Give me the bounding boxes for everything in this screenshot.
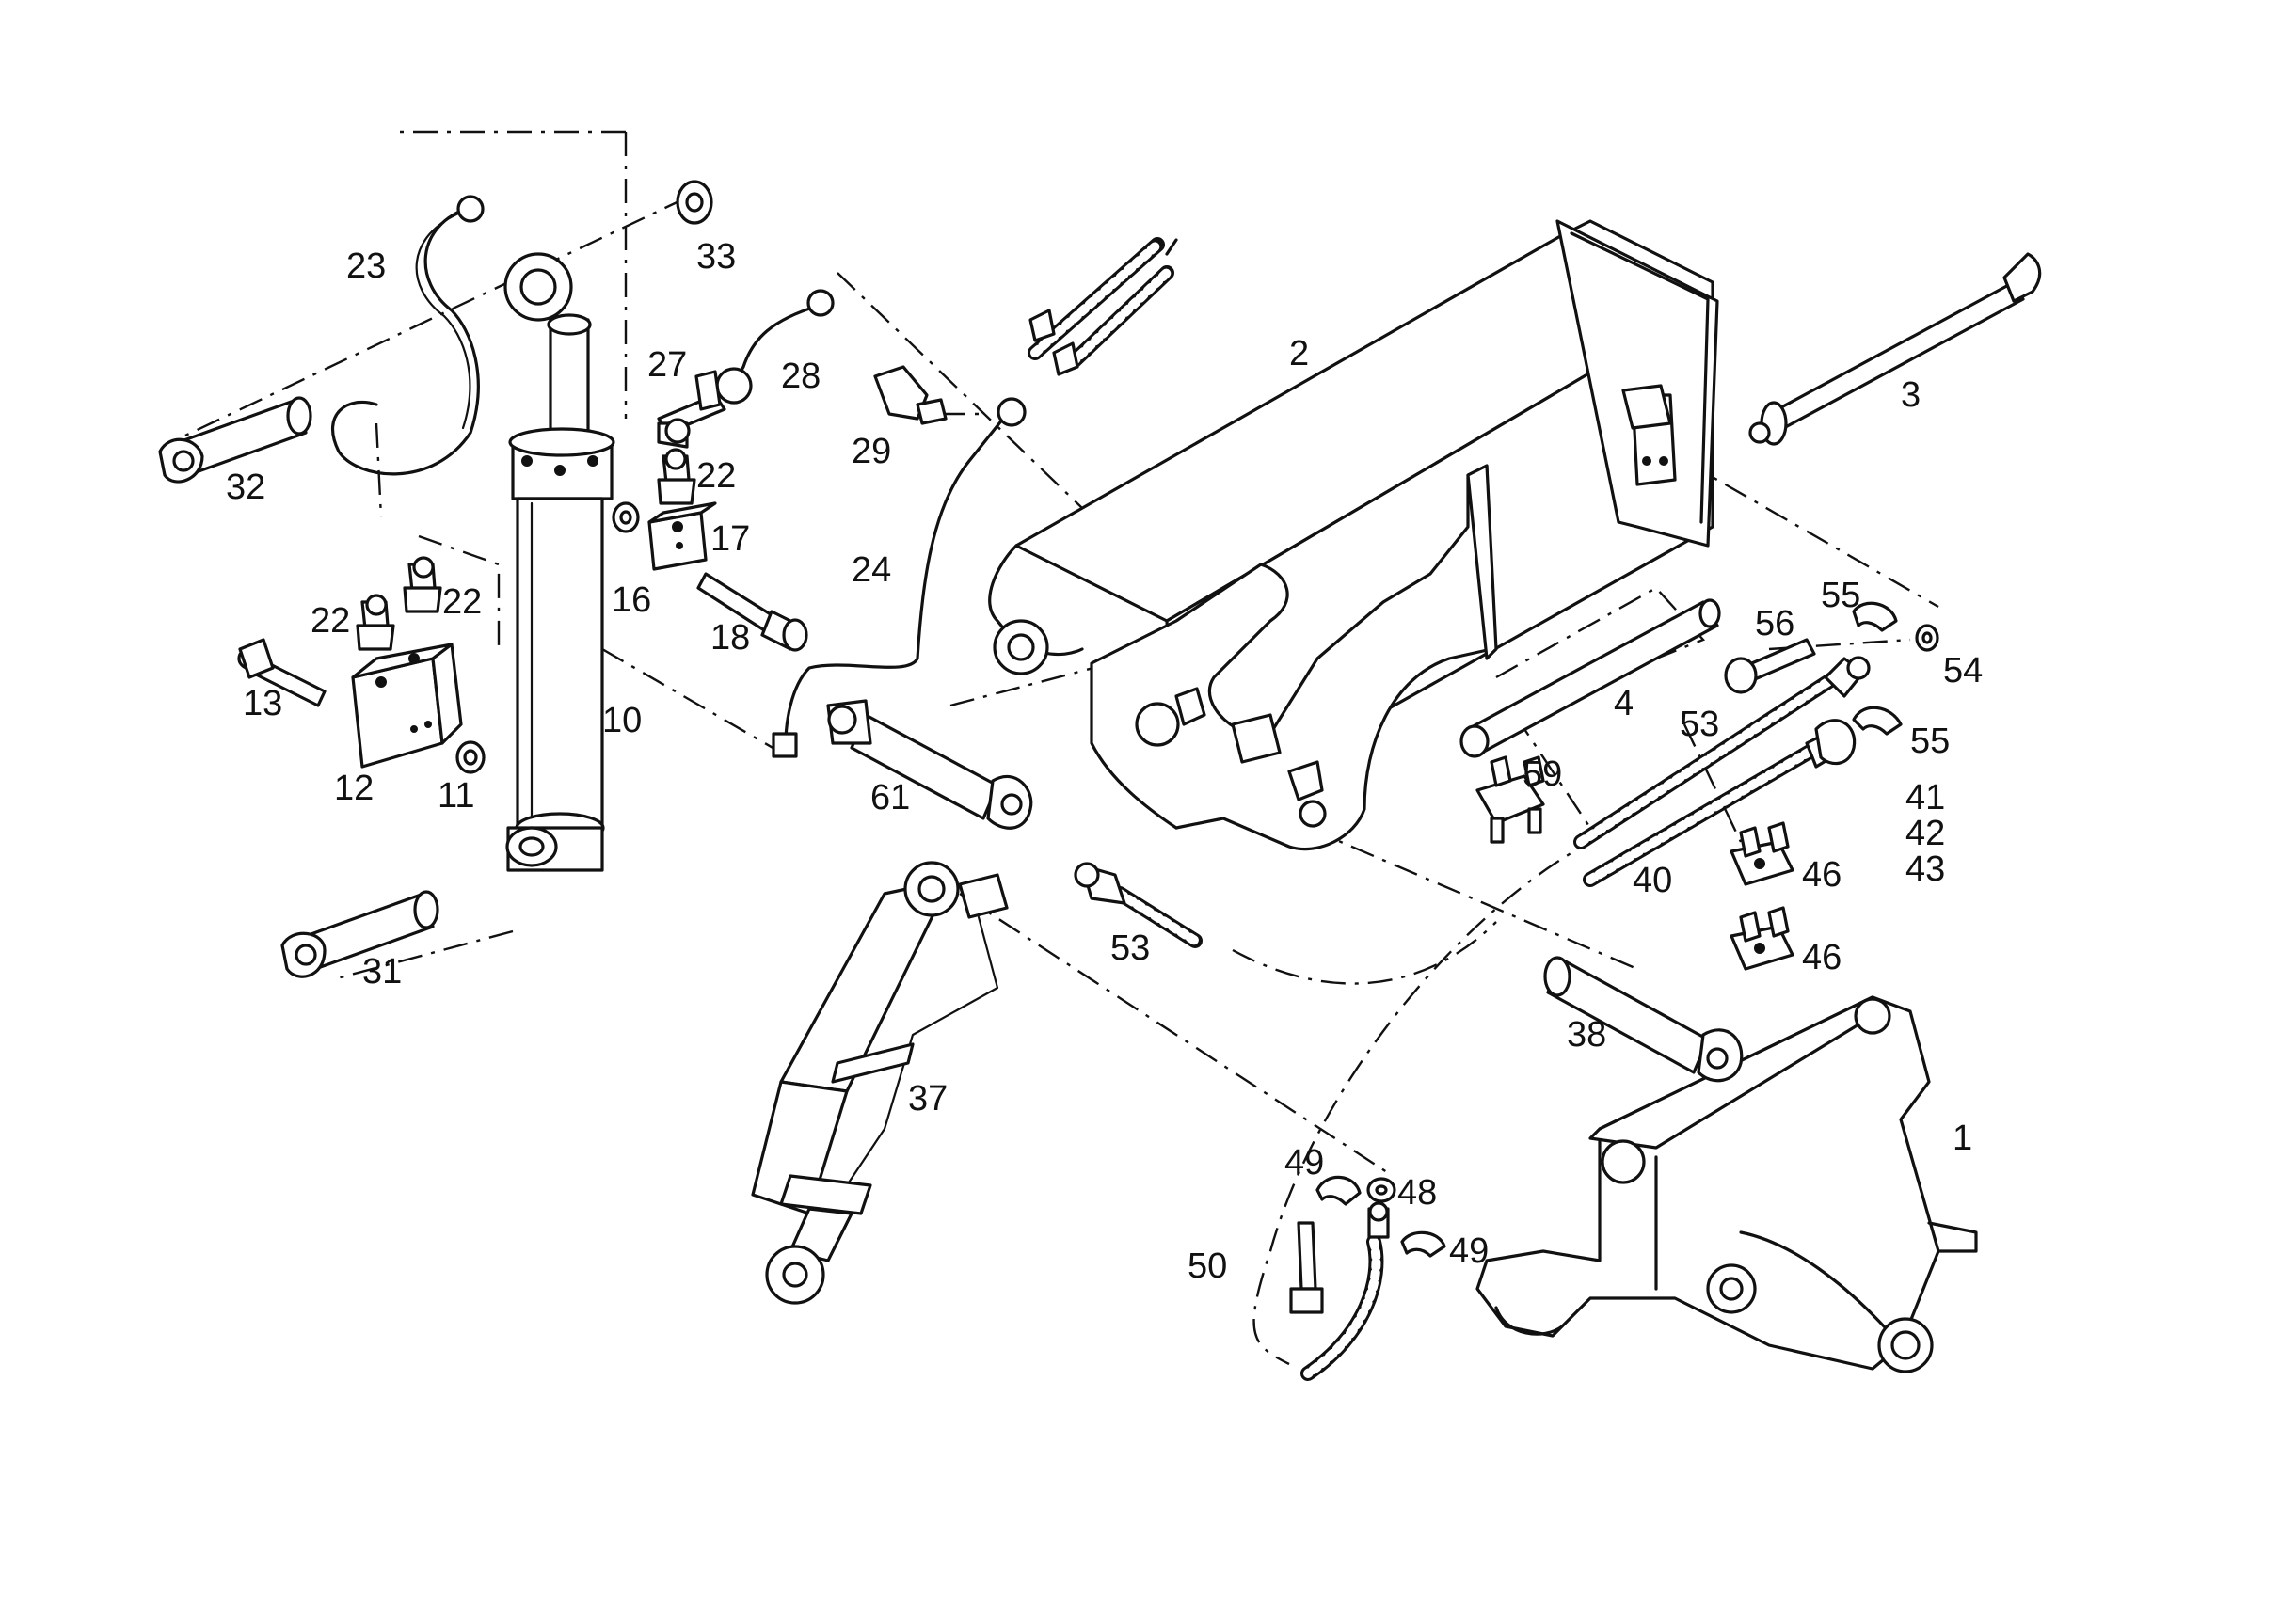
label-part-24: 24 (852, 550, 891, 590)
label-part-4: 4 (1614, 684, 1634, 723)
clamp-29 (873, 365, 948, 425)
dash-lower-left (601, 647, 782, 754)
label-part-22-right: 22 (442, 582, 482, 622)
label-part-54: 54 (1943, 651, 1983, 690)
bolt-56 (1724, 638, 1816, 694)
pin-61 (826, 699, 1033, 830)
label-part-43: 43 (1905, 849, 1945, 889)
label-part-22-left: 22 (311, 601, 350, 641)
dash-37-diag (959, 892, 1394, 1178)
fitting-22-top (657, 448, 696, 505)
cylinder-part-10 (503, 252, 615, 872)
label-part-56: 56 (1755, 604, 1794, 643)
clip-49-lower (1400, 1230, 1446, 1258)
washer-11 (455, 740, 486, 774)
pin-38 (1543, 956, 1744, 1083)
label-part-23: 23 (346, 246, 386, 286)
label-part-28: 28 (781, 357, 821, 396)
label-part-46-upper: 46 (1802, 855, 1842, 895)
fittings (237, 180, 1939, 1314)
label-part-46-lower: 46 (1802, 938, 1842, 977)
label-part-55-upper: 55 (1821, 576, 1860, 615)
boom-frame-part-2 (988, 219, 1719, 851)
label-part-2: 2 (1289, 334, 1309, 373)
block-12 (351, 643, 463, 769)
dash-pin-31 (336, 929, 514, 980)
pipes (331, 195, 1027, 758)
label-part-59: 59 (1523, 754, 1562, 794)
washer-33 (676, 180, 713, 225)
fitting-48 (1367, 1201, 1390, 1239)
label-part-27: 27 (647, 345, 687, 385)
label-part-18: 18 (710, 618, 750, 658)
clamp-46-upper (1730, 821, 1794, 886)
dash-hose-top (837, 272, 1083, 509)
label-part-11: 11 (438, 776, 474, 816)
dash-pin-32 (170, 196, 688, 444)
label-part-33: 33 (696, 237, 736, 277)
dash-53-link (1232, 921, 1497, 985)
pipe-23 (331, 205, 480, 476)
shaft-3 (1748, 252, 2042, 446)
label-part-12: 12 (334, 769, 374, 808)
washer-16 (612, 501, 640, 533)
bolt-18 (696, 572, 808, 652)
clip-49-upper (1315, 1175, 1362, 1206)
tube-4 (1459, 598, 1721, 758)
label-part-49-lower: 49 (1449, 1231, 1489, 1271)
label-part-10: 10 (602, 701, 642, 740)
dash-46 (1682, 723, 1743, 843)
washer-54 (1915, 624, 1939, 652)
label-part-61: 61 (870, 778, 910, 817)
label-part-48: 48 (1397, 1173, 1437, 1213)
pins (158, 252, 2042, 1083)
valve-on-frame (1621, 384, 1672, 430)
pin-31 (280, 890, 439, 978)
label-part-53-left: 53 (1110, 928, 1150, 968)
label-part-40: 40 (1633, 861, 1672, 900)
tee-27 (657, 370, 726, 449)
label-part-53-right: 53 (1680, 705, 1719, 744)
clamp-59 (1475, 755, 1545, 844)
dash-59 (1514, 714, 1591, 829)
bolt-50 (1289, 1221, 1324, 1314)
label-part-42: 42 (1905, 814, 1945, 853)
label-part-41: 41 (1905, 778, 1945, 817)
label-part-3: 3 (1901, 375, 1921, 415)
part-labels: 1 2 3 4 10 11 12 13 16 17 18 22 22 22 23… (226, 237, 1983, 1286)
label-part-1: 1 (1953, 1119, 1972, 1158)
label-part-50: 50 (1188, 1246, 1227, 1286)
fitting-22-right (403, 556, 442, 613)
label-part-37: 37 (908, 1079, 948, 1119)
dash-block-12 (418, 534, 501, 649)
label-part-31: 31 (362, 952, 402, 992)
pipe-24 (784, 412, 1009, 745)
block-17 (647, 501, 717, 571)
label-part-17: 17 (710, 519, 750, 559)
label-part-49-upper: 49 (1284, 1143, 1324, 1182)
dash-arc (1252, 835, 1601, 1366)
label-part-55-lower: 55 (1910, 722, 1950, 761)
dash-3 (1683, 459, 1939, 609)
label-part-32: 32 (226, 468, 265, 507)
hoses (1028, 237, 1871, 1381)
clip-55-upper (1852, 601, 1898, 632)
label-part-29: 29 (852, 432, 891, 471)
bolt-13 (237, 638, 327, 707)
fitting-22-left (356, 594, 395, 651)
label-part-38: 38 (1567, 1015, 1606, 1055)
dash-38 (1307, 826, 1638, 971)
cylinder-part-37 (751, 861, 1009, 1305)
pin-32 (158, 396, 312, 484)
label-part-13: 13 (243, 684, 282, 723)
bracket-part-1 (1475, 995, 1978, 1373)
washer-48 (1366, 1177, 1396, 1203)
dash-fitting-22 (375, 422, 383, 518)
clip-55-lower (1852, 706, 1903, 736)
label-part-22-top: 22 (696, 456, 736, 496)
clamp-46-lower (1730, 906, 1794, 971)
label-part-16: 16 (612, 580, 651, 620)
